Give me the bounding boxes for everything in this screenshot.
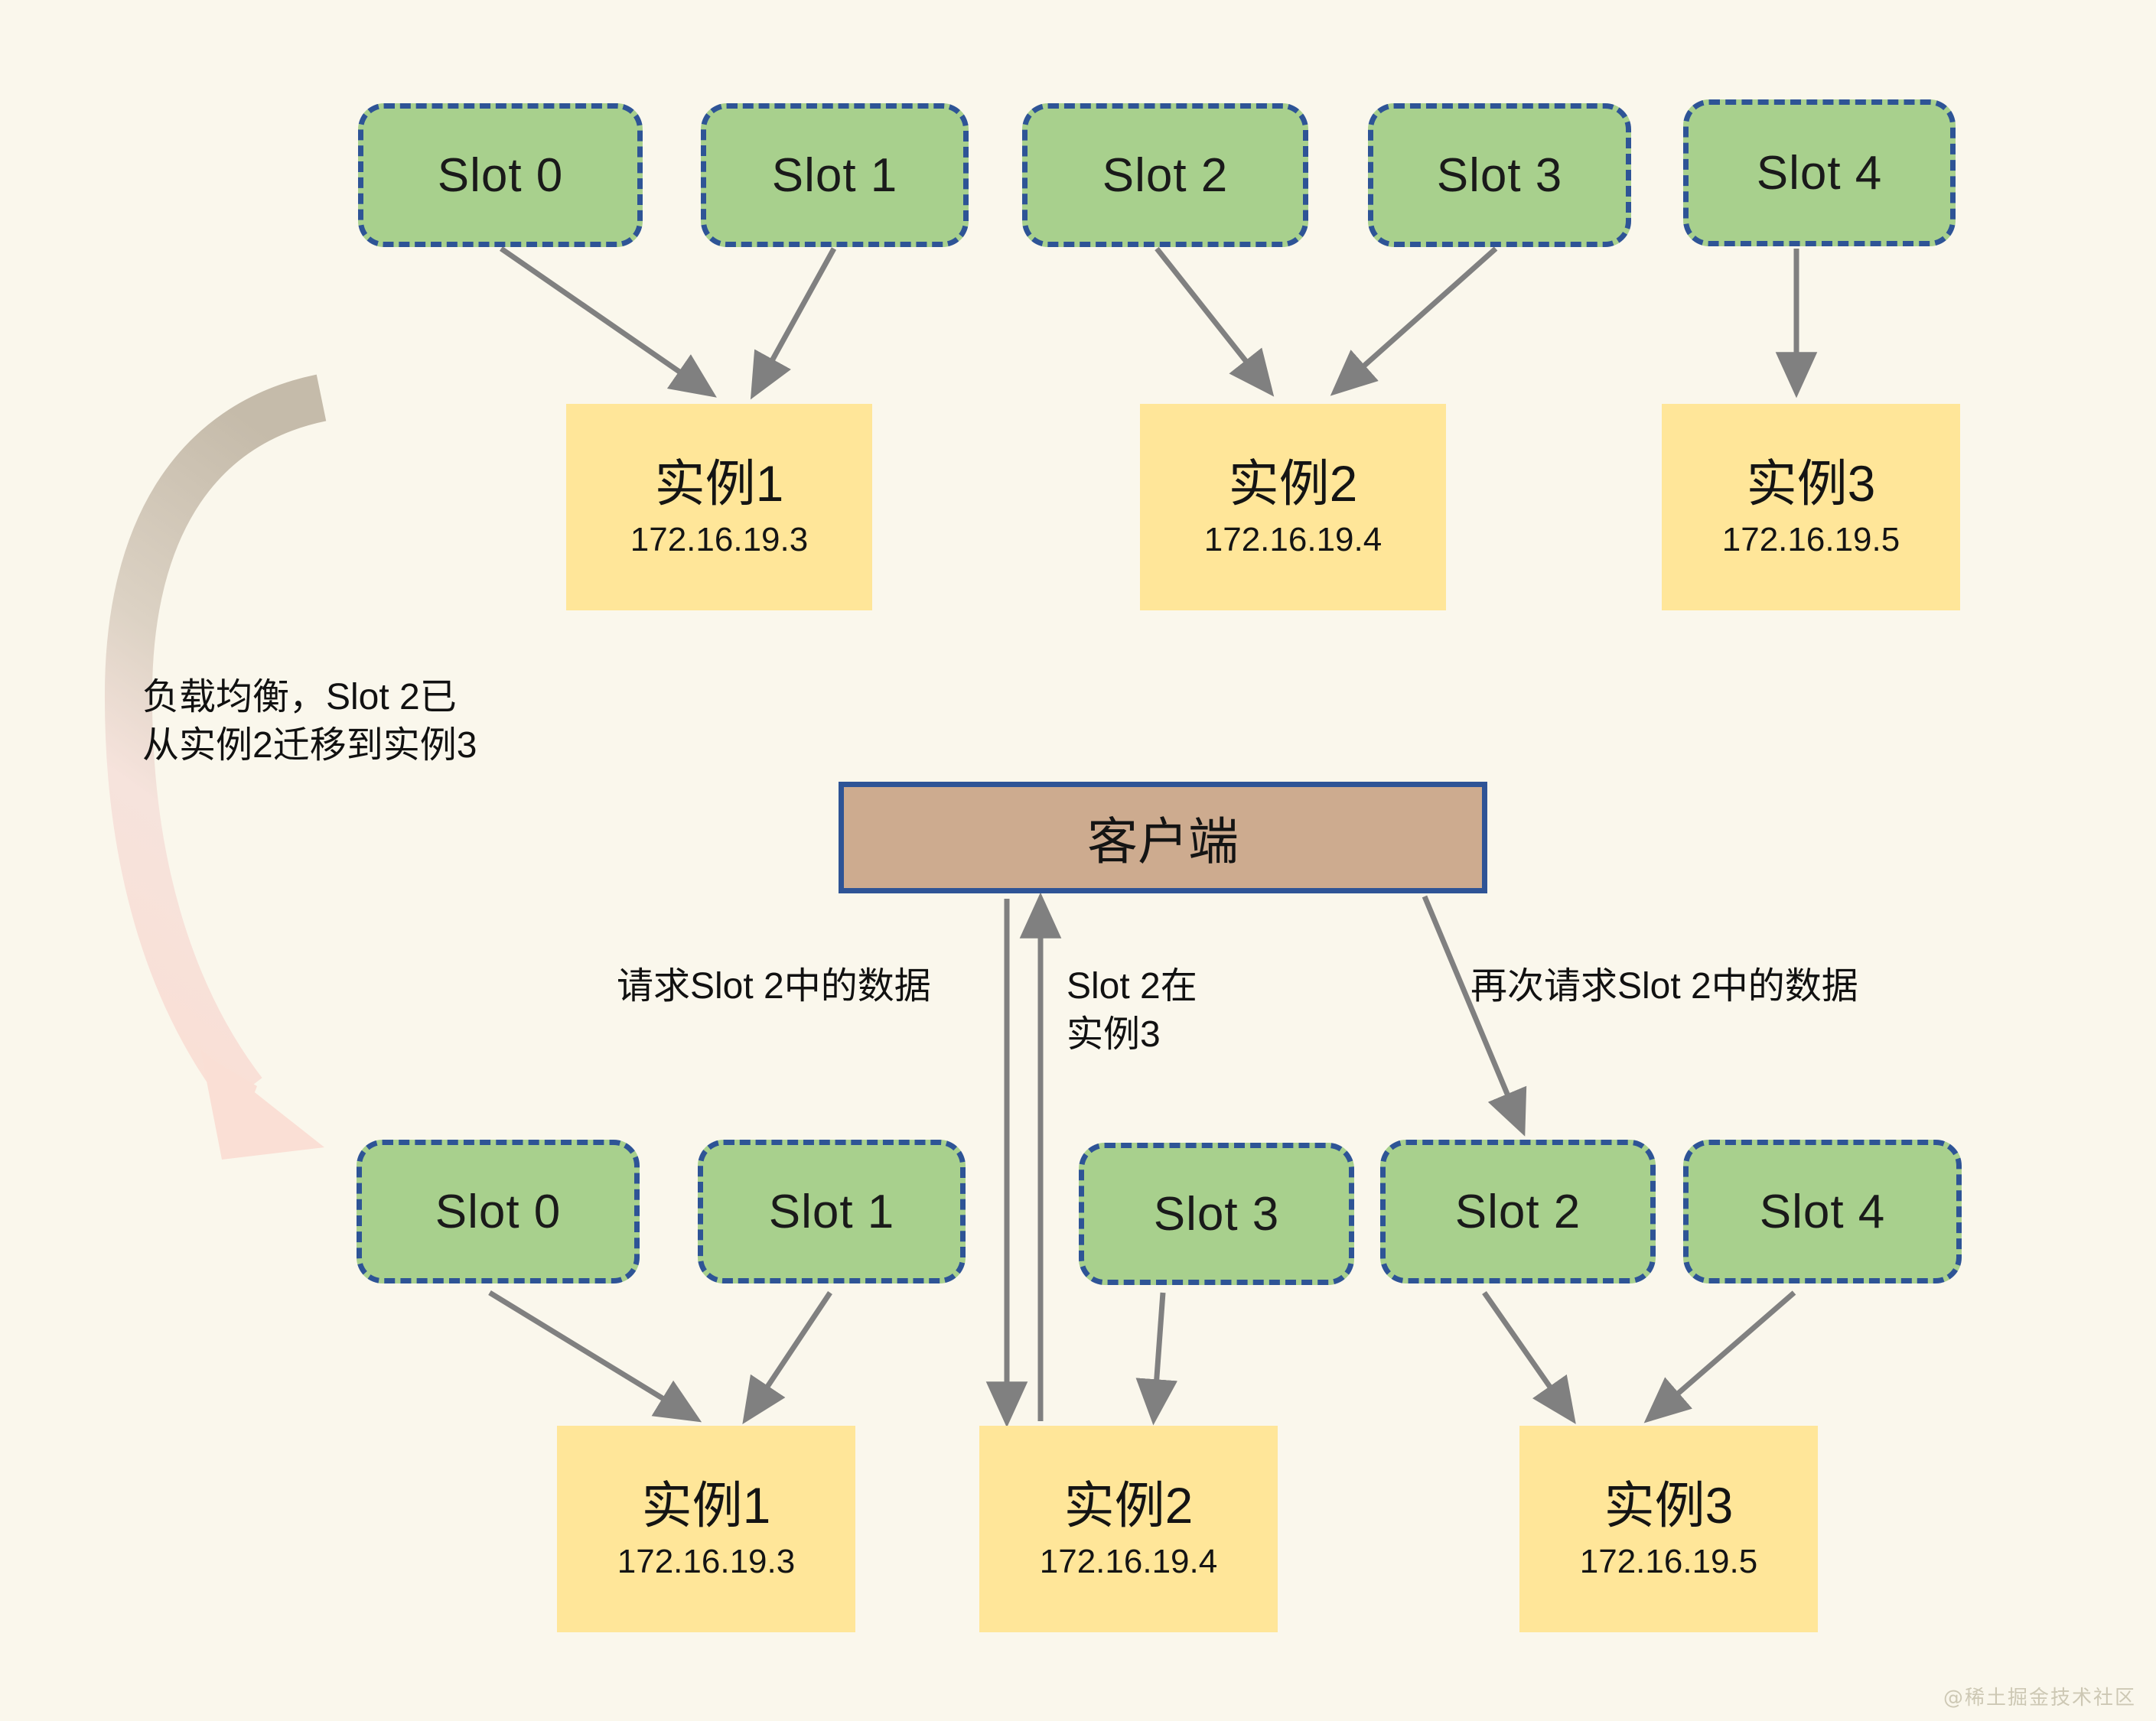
bottom-instance-3-ip: 172.16.19.5 <box>1579 1543 1758 1581</box>
migration-arrow <box>104 374 327 1160</box>
watermark: @稀土掘金技术社区 <box>1943 1687 2136 1710</box>
top-slot-instance-connectors <box>500 246 1818 400</box>
top-instance-2-ip: 172.16.19.4 <box>1203 521 1383 559</box>
top-instance-3-ip: 172.16.19.5 <box>1721 521 1900 559</box>
bottom-slot-2-label: Slot 2 <box>1454 1185 1581 1238</box>
bottom-slot-1[interactable]: Slot 1 <box>698 1140 966 1283</box>
bottom-instance-3[interactable]: 实例3 172.16.19.5 <box>1519 1426 1818 1632</box>
bottom-slot-4[interactable]: Slot 4 <box>1683 1140 1962 1283</box>
top-instance-2[interactable]: 实例2 172.16.19.4 <box>1140 404 1446 610</box>
bottom-slot-4-label: Slot 4 <box>1759 1185 1886 1238</box>
top-slot-4-label: Slot 4 <box>1756 146 1883 200</box>
bottom-instance-1-ip: 172.16.19.3 <box>617 1543 796 1581</box>
top-slot-3[interactable]: Slot 3 <box>1368 103 1631 247</box>
bottom-slot-3-label: Slot 3 <box>1153 1187 1280 1241</box>
bottom-slot-instance-connectors <box>488 1290 1796 1426</box>
top-slot-3-label: Slot 3 <box>1436 148 1563 202</box>
client-slot2-connector <box>1422 895 1527 1137</box>
top-slot-0-label: Slot 0 <box>437 148 564 202</box>
client-box[interactable]: 客户端 <box>839 782 1487 893</box>
top-instance-3-name: 实例3 <box>1746 454 1876 512</box>
top-slot-2-label: Slot 2 <box>1102 148 1229 202</box>
top-slot-2[interactable]: Slot 2 <box>1022 103 1308 247</box>
client-label: 客户端 <box>1087 813 1239 870</box>
top-instance-1-ip: 172.16.19.3 <box>630 521 809 559</box>
bottom-slot-2[interactable]: Slot 2 <box>1380 1140 1656 1283</box>
top-slot-0[interactable]: Slot 0 <box>358 103 643 247</box>
bottom-slot-1-label: Slot 1 <box>768 1185 895 1238</box>
bottom-instance-2[interactable]: 实例2 172.16.19.4 <box>979 1426 1278 1632</box>
bottom-instance-1[interactable]: 实例1 172.16.19.3 <box>557 1426 855 1632</box>
bottom-instance-2-ip: 172.16.19.4 <box>1039 1543 1218 1581</box>
top-slot-1[interactable]: Slot 1 <box>701 103 969 247</box>
top-instance-3[interactable]: 实例3 172.16.19.5 <box>1662 404 1960 610</box>
top-instance-1[interactable]: 实例1 172.16.19.3 <box>566 404 872 610</box>
bottom-instance-3-name: 实例3 <box>1604 1476 1734 1534</box>
bottom-instance-1-name: 实例1 <box>641 1476 771 1534</box>
migration-note: 负载均衡，Slot 2已 从实例2迁移到实例3 <box>142 677 477 766</box>
request-again-note: 再次请求Slot 2中的数据 <box>1470 966 1858 1007</box>
redirect-note: Slot 2在 实例3 <box>1067 966 1197 1056</box>
bottom-slot-0-label: Slot 0 <box>435 1185 562 1238</box>
bottom-instance-2-name: 实例2 <box>1063 1476 1194 1534</box>
top-instance-1-name: 实例1 <box>654 454 784 512</box>
bottom-slot-3[interactable]: Slot 3 <box>1079 1143 1354 1285</box>
request-slot2-note: 请求Slot 2中的数据 <box>617 966 931 1007</box>
bottom-slot-0[interactable]: Slot 0 <box>357 1140 640 1283</box>
top-slot-4[interactable]: Slot 4 <box>1683 99 1956 246</box>
top-slot-1-label: Slot 1 <box>771 148 898 202</box>
top-instance-2-name: 实例2 <box>1228 454 1358 512</box>
